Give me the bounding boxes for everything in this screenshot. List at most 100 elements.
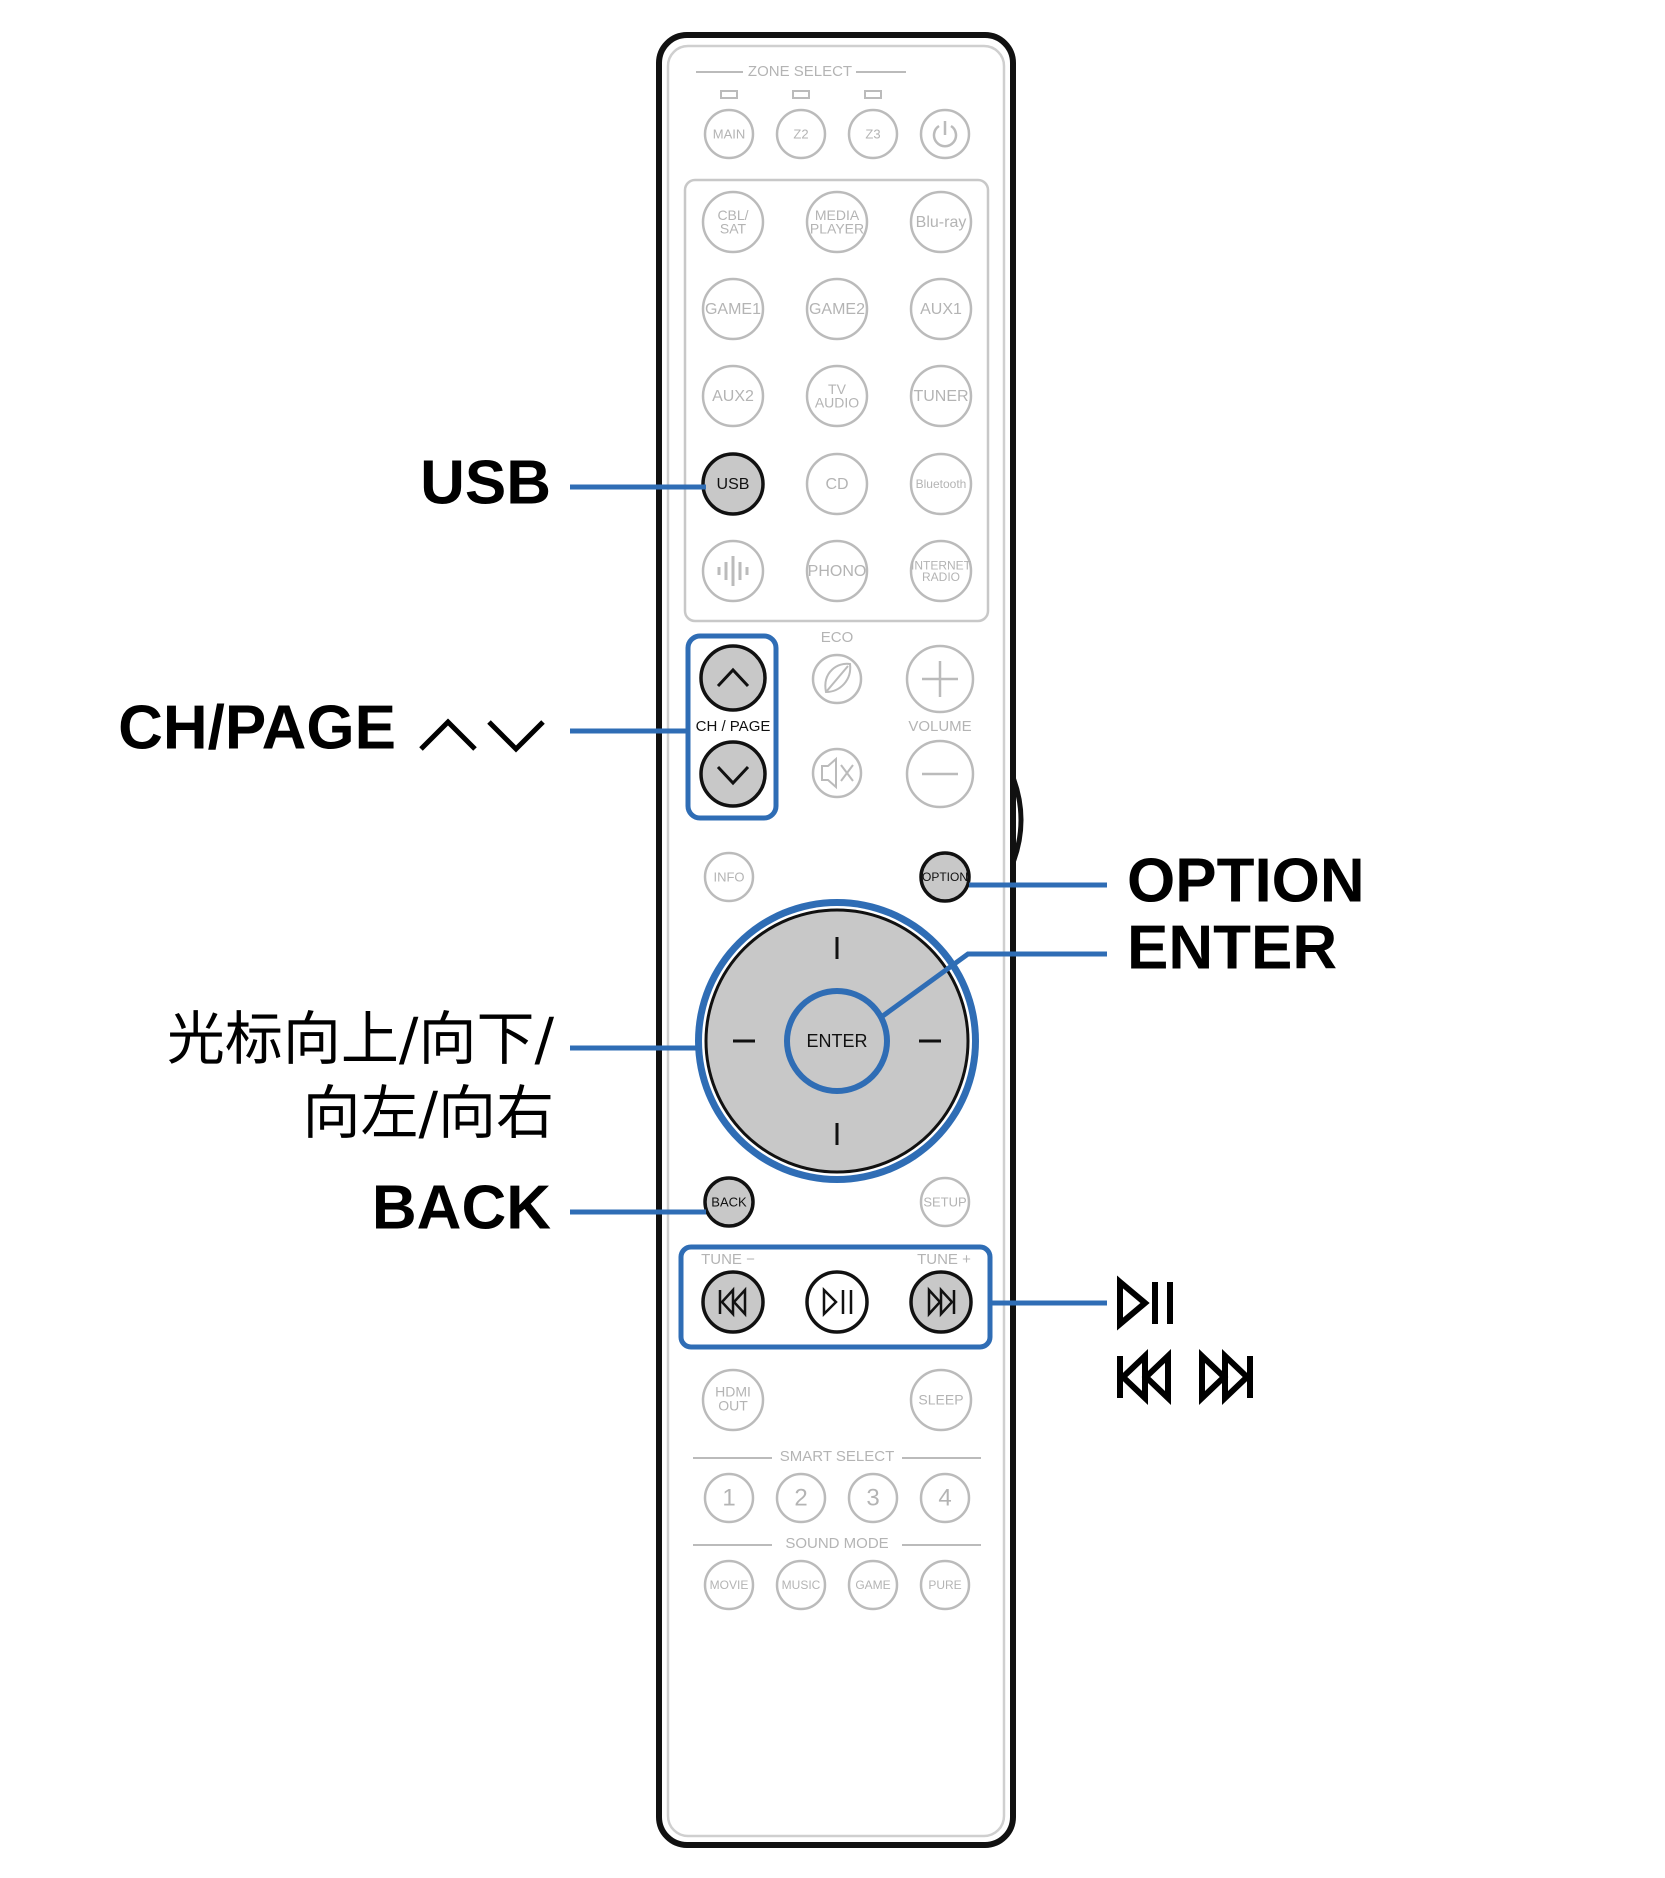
sleep-button[interactable] [909, 1368, 973, 1432]
zone-z2-button[interactable]: Z2 [775, 108, 827, 160]
heos-button[interactable] [701, 539, 765, 603]
option-button[interactable] [919, 851, 971, 903]
enter-callout: ENTER [1127, 913, 1337, 982]
source-internet-radio-label: RADIO [922, 570, 960, 584]
smart-select-1-button[interactable]: 1 [703, 1472, 755, 1524]
setup-button[interactable] [919, 1176, 971, 1228]
sound-mode-movie-button[interactable]: MOVIE [703, 1559, 755, 1611]
plus-icon [922, 661, 958, 697]
smart-select-2-button-shape[interactable] [775, 1472, 827, 1524]
sound-mode-movie-button-shape[interactable] [703, 1559, 755, 1611]
source-internet-radio-button-shape[interactable] [909, 539, 973, 603]
source-tuner-button[interactable]: TUNER [909, 364, 973, 428]
play-pause-icon [822, 1286, 853, 1318]
smart-select-2-button[interactable]: 2 [775, 1472, 827, 1524]
sound-mode-pure-button[interactable]: PURE [919, 1559, 971, 1611]
zone-main-button-shape[interactable] [703, 108, 755, 160]
smart-select-1-button-shape[interactable] [703, 1472, 755, 1524]
hdmi-out-label-line2: OUT [718, 1398, 748, 1414]
source-aux2-button[interactable]: AUX2 [701, 364, 765, 428]
sound-mode-movie-label: MOVIE [710, 1578, 749, 1592]
source-game1-button[interactable]: GAME1 [701, 277, 765, 341]
source-tv-audio-button-shape[interactable] [805, 364, 869, 428]
ch-page-up-button[interactable] [699, 644, 767, 712]
enter-leader-line [878, 951, 1107, 1021]
source-cd-button-shape[interactable] [805, 452, 869, 516]
source-usb-button[interactable]: USB [701, 452, 765, 516]
info-button[interactable] [703, 851, 755, 903]
source-tv-audio-label: TV [828, 381, 847, 397]
zone-main-label: MAIN [713, 126, 746, 141]
source-phono-button-shape[interactable] [805, 539, 869, 603]
back-callout: BACK [372, 1173, 551, 1242]
smart-select-label: SMART SELECT [780, 1448, 894, 1465]
zone-z3-button[interactable]: Z3 [847, 108, 899, 160]
sleep-label: SLEEP [918, 1392, 963, 1408]
source-game2-button[interactable]: GAME2 [805, 277, 869, 341]
source-cbl-sat-label: CBL/ [717, 207, 748, 223]
smart-select-4-button-shape[interactable] [919, 1472, 971, 1524]
smart-select-3-button[interactable]: 3 [847, 1472, 899, 1524]
source-cbl-sat-button-shape[interactable] [701, 190, 765, 254]
source-aux1-button[interactable]: AUX1 [909, 277, 973, 341]
source-media-player-button-shape[interactable] [805, 190, 869, 254]
sound-mode-game-button[interactable]: GAME [847, 1559, 899, 1611]
source-tuner-button-shape[interactable] [909, 364, 973, 428]
smart-select-4-button[interactable]: 4 [919, 1472, 971, 1524]
power-button[interactable] [919, 108, 971, 160]
zone-main-button[interactable]: MAIN [703, 108, 755, 160]
ch-page-callout: CH/PAGE [118, 693, 396, 762]
source-game1-label: GAME1 [705, 301, 761, 318]
source-usb-button-shape[interactable] [701, 452, 765, 516]
ch-page-label: CH / PAGE [696, 718, 771, 735]
smart-select-1-label: 1 [722, 1484, 735, 1511]
option-label: OPTION [922, 870, 968, 884]
source-bluetooth-button-shape[interactable] [909, 452, 973, 516]
zone-indicator-z2 [792, 90, 810, 99]
source-aux2-button-shape[interactable] [701, 364, 765, 428]
source-phono-label: PHONO [808, 563, 867, 580]
source-cbl-sat-button[interactable]: CBL/SAT [701, 190, 765, 254]
chevron-up-icon [716, 667, 750, 688]
source-cd-button[interactable]: CD [805, 452, 869, 516]
sound-mode-game-button-shape[interactable] [847, 1559, 899, 1611]
zone-z3-button-shape[interactable] [847, 108, 899, 160]
source-blu-ray-button[interactable]: Blu-ray [909, 190, 973, 254]
zone-indicator-z3 [864, 90, 882, 99]
mute-icon [821, 756, 854, 790]
source-game2-button-shape[interactable] [805, 277, 869, 341]
source-bluetooth-label: Bluetooth [916, 477, 967, 491]
source-phono-button[interactable]: PHONO [805, 539, 869, 603]
source-game1-button-shape[interactable] [701, 277, 765, 341]
source-aux1-button-shape[interactable] [909, 277, 973, 341]
sound-mode-music-button-shape[interactable] [775, 1559, 827, 1611]
eco-label: ECO [821, 629, 854, 646]
next-track-callout-icon [1199, 1348, 1253, 1406]
sound-mode-row: MOVIE MUSIC GAME PURE [703, 1559, 971, 1611]
hdmi-out-button[interactable] [701, 1368, 765, 1432]
source-usb-label: USB [717, 476, 750, 493]
source-aux1-label: AUX1 [920, 301, 962, 318]
usb-callout: USB [420, 448, 551, 517]
zone-z2-button-shape[interactable] [775, 108, 827, 160]
zone-select-row: MAIN Z2 Z3 [703, 90, 971, 160]
sound-mode-music-button[interactable]: MUSIC [775, 1559, 827, 1611]
setup-label: SETUP [923, 1194, 966, 1209]
source-bluetooth-button[interactable]: Bluetooth [909, 452, 973, 516]
zone-z3-label: Z3 [865, 126, 880, 141]
sound-mode-game-label: GAME [855, 1578, 890, 1592]
sound-mode-pure-button-shape[interactable] [919, 1559, 971, 1611]
back-button[interactable] [703, 1176, 755, 1228]
enter-button[interactable] [784, 988, 890, 1094]
power-icon [932, 121, 958, 148]
source-media-player-label: MEDIA [815, 207, 860, 223]
transport-highlight-box [678, 1244, 993, 1350]
smart-select-3-button-shape[interactable] [847, 1472, 899, 1524]
source-cbl-sat-label: SAT [720, 220, 747, 236]
ch-page-down-button[interactable] [699, 740, 767, 808]
source-blu-ray-button-shape[interactable] [909, 190, 973, 254]
